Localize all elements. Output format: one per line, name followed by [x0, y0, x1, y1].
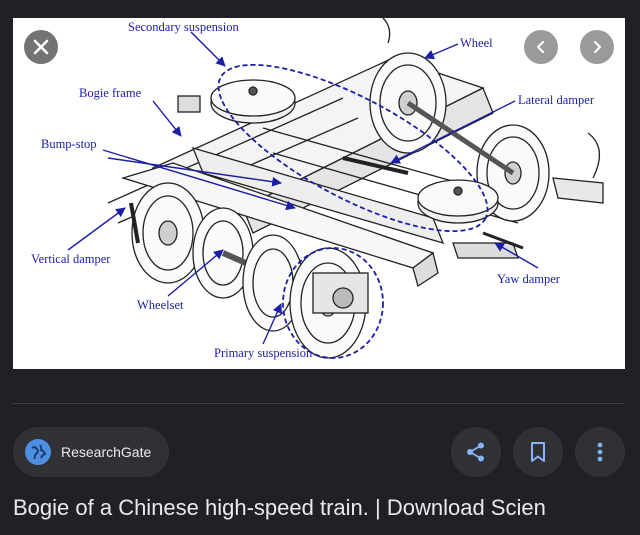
source-chip[interactable]: ResearchGate — [13, 427, 169, 477]
label-vertical-damper: Vertical damper — [31, 252, 111, 266]
chevron-right-icon — [593, 40, 602, 54]
label-lateral-damper: Lateral damper — [518, 93, 595, 107]
label-wheelset: Wheelset — [137, 298, 184, 312]
label-yaw-damper: Yaw damper — [497, 272, 561, 286]
previous-image-button[interactable] — [524, 30, 558, 64]
label-bump-stop: Bump-stop — [41, 137, 97, 151]
next-image-button[interactable] — [580, 30, 614, 64]
label-secondary-suspension: Secondary suspension — [128, 20, 239, 34]
bogie-diagram: Secondary suspension Wheel Bogie frame L… — [31, 18, 604, 360]
label-primary-suspension: Primary suspension — [214, 346, 313, 360]
label-wheel: Wheel — [460, 36, 493, 50]
more-vert-icon — [597, 442, 603, 462]
share-button[interactable] — [451, 427, 501, 477]
leader-arrows — [67, 31, 539, 345]
primary-suspension-highlight — [282, 247, 384, 359]
label-bogie-frame: Bogie frame — [79, 86, 142, 100]
close-icon — [33, 39, 49, 55]
globe-icon — [25, 439, 51, 465]
bookmark-icon — [531, 442, 545, 462]
secondary-suspension-highlight — [217, 63, 489, 233]
chevron-left-icon — [536, 40, 545, 54]
preview-image[interactable]: Secondary suspension Wheel Bogie frame L… — [13, 18, 625, 369]
more-options-button[interactable] — [575, 427, 625, 477]
share-icon — [467, 442, 484, 462]
bogie-drawing — [107, 18, 604, 359]
save-button[interactable] — [513, 427, 563, 477]
source-name: ResearchGate — [61, 444, 152, 460]
image-title[interactable]: Bogie of a Chinese high-speed train. | D… — [13, 495, 546, 520]
close-button[interactable] — [24, 30, 58, 64]
divider — [13, 403, 625, 404]
